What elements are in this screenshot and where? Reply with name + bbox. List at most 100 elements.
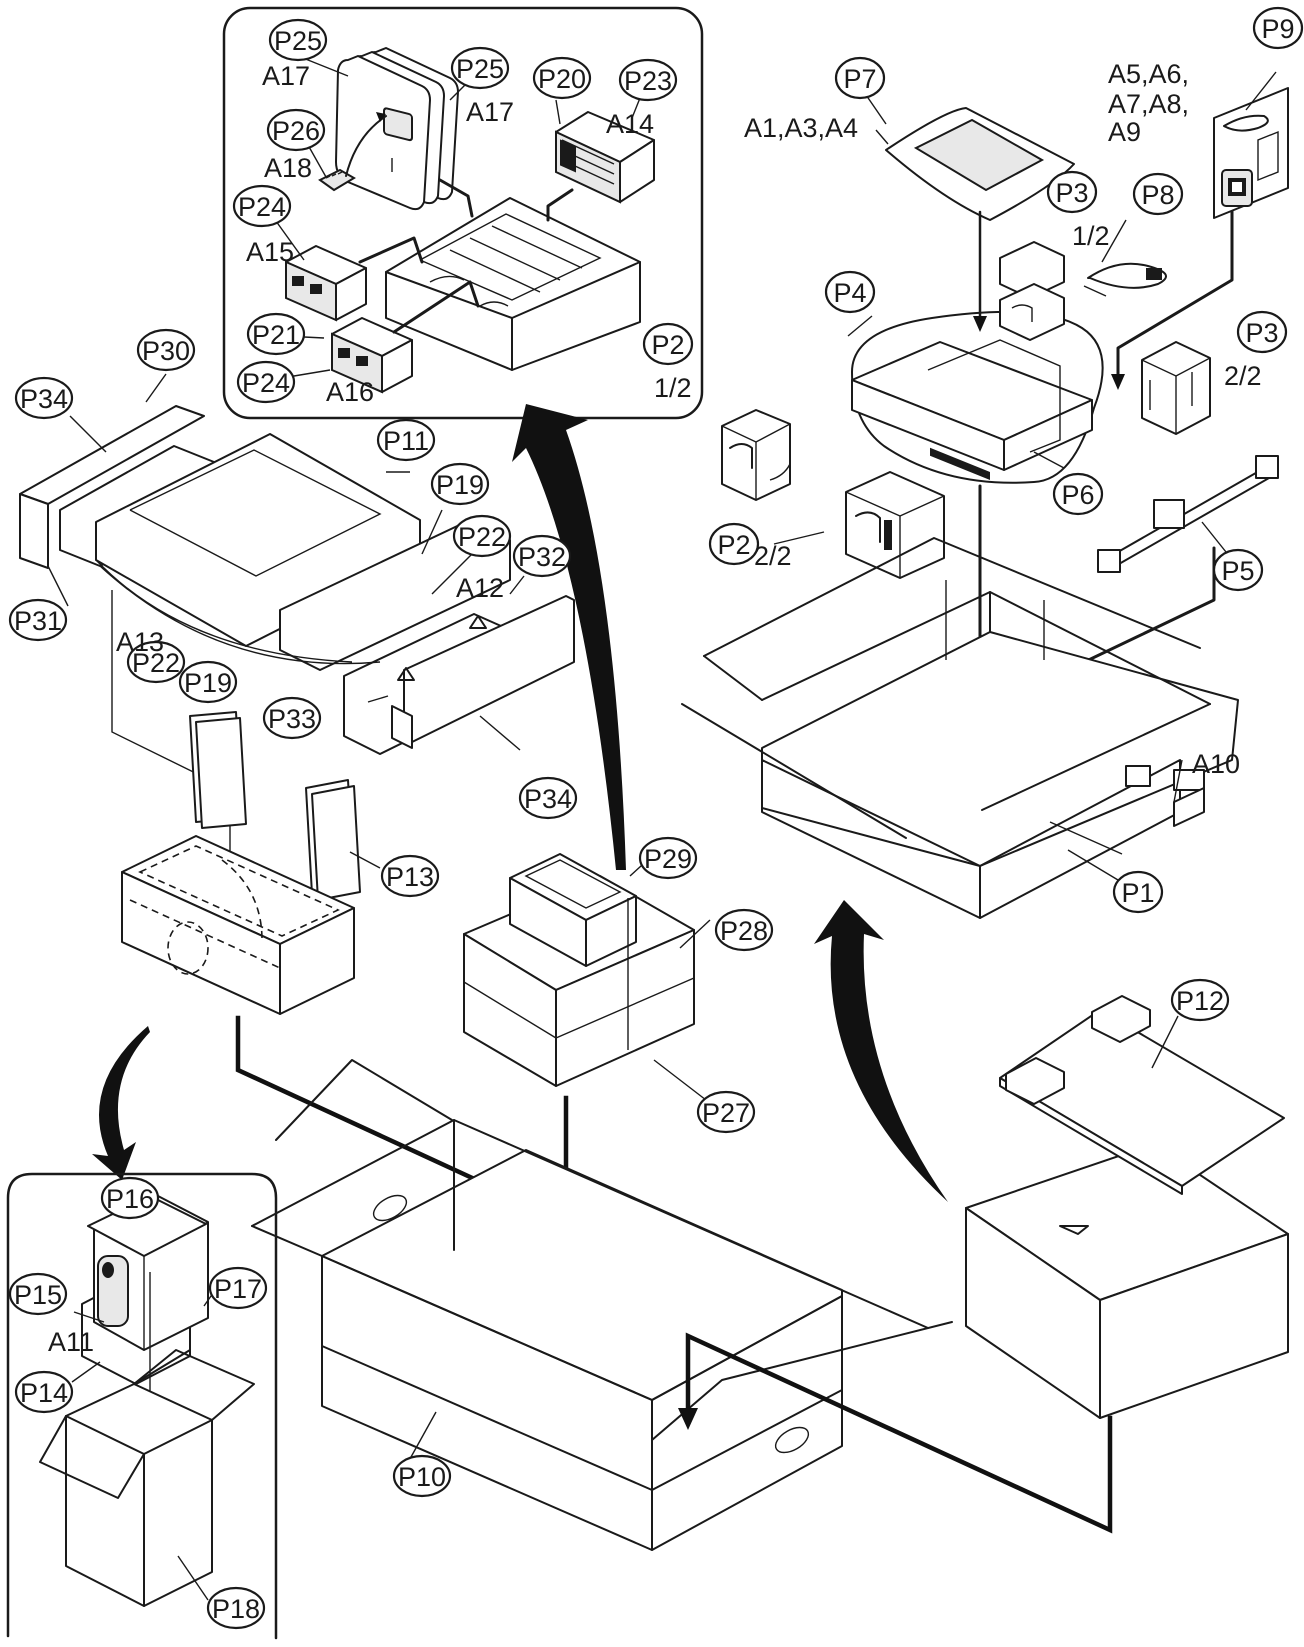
callout-bubble [1052, 472, 1104, 516]
callout-label: P24 [238, 192, 286, 222]
callout-p25a: P25 [268, 18, 328, 62]
callout-p13: P13 [380, 854, 440, 898]
callout-bubble [206, 1586, 266, 1630]
callout-label: P4 [833, 278, 866, 308]
note-p3b_frac: 2/2 [1224, 361, 1262, 391]
callout-p22a: P22 [452, 514, 512, 558]
callout-label: P11 [383, 426, 429, 456]
foam-box-stack [463, 853, 695, 1087]
callout-p19b: P19 [178, 660, 238, 704]
callout-p11: P11 [376, 418, 436, 462]
note-a10: A10 [1192, 749, 1240, 779]
callout-label: P13 [386, 862, 434, 892]
foam-block-P2-lower [845, 471, 945, 579]
note-a18: A18 [264, 153, 312, 183]
callout-bubble [266, 108, 326, 152]
callout-bubble [532, 56, 592, 100]
callout-label: P10 [398, 1462, 446, 1492]
callout-p27: P27 [696, 1090, 756, 1134]
callout-bubble [1112, 870, 1164, 914]
outer-box-P10 [251, 1059, 953, 1551]
callout-p6: P6 [1052, 472, 1104, 516]
callout-bubble [262, 696, 322, 740]
note-a5a6: A5,A6, [1108, 59, 1189, 89]
callout-bubble [246, 312, 306, 356]
callout-bubble [430, 462, 490, 506]
note-layer: A17A17A18A14A15A16A1,A3,A4A5,A6,A7,A8,A9… [48, 59, 1262, 1357]
callout-p18: P18 [206, 1586, 266, 1630]
note-a1a3a4: A1,A3,A4 [744, 113, 858, 143]
callout-bubble [834, 56, 886, 100]
note-a7a8: A7,A8, [1108, 89, 1189, 119]
callout-p2a: P2 [642, 322, 694, 366]
callout-p21: P21 [246, 312, 306, 356]
accessory-tray [385, 197, 641, 371]
power-cord [1087, 262, 1167, 289]
cartridge-small-upper [285, 245, 367, 322]
callout-bubble [450, 46, 510, 90]
callout-p30: P30 [136, 328, 196, 372]
callout-bubble [232, 184, 292, 228]
callout-label: P7 [843, 64, 876, 94]
callout-bubble [376, 418, 436, 462]
callout-p19a: P19 [430, 462, 490, 506]
callout-label: P8 [1141, 180, 1174, 210]
callout-label: P15 [14, 1280, 62, 1310]
callout-bubble [208, 1266, 268, 1310]
note-p2b_frac: 2/2 [754, 541, 792, 571]
callout-label: P33 [268, 704, 316, 734]
callout-label: P20 [538, 64, 586, 94]
callout-bubble [1236, 310, 1288, 354]
support-rod [1097, 455, 1279, 573]
note-a15: A15 [246, 237, 294, 267]
curved-arrow-down-left [92, 1026, 150, 1180]
callout-label: P6 [1061, 480, 1094, 510]
callout-label: P34 [524, 784, 572, 814]
callout-p24a: P24 [232, 184, 292, 228]
callout-label: P17 [214, 1274, 262, 1304]
callout-label: P12 [1176, 986, 1224, 1016]
deck-unit-bag [851, 310, 1104, 484]
callout-bubble [1132, 172, 1184, 216]
callout-p3a: P3 [1046, 170, 1098, 214]
callout-p31: P31 [8, 598, 68, 642]
callout-bubble [236, 360, 296, 404]
callout-p29: P29 [638, 836, 698, 880]
callout-p22b: P22 [126, 640, 186, 684]
callout-bubble [696, 1090, 756, 1134]
speaker-inset-panel [6, 1172, 278, 1640]
callout-bubble [452, 514, 512, 558]
callout-bubble [714, 908, 774, 952]
callout-p10: P10 [392, 1454, 452, 1498]
callout-bubble [268, 18, 328, 62]
callout-p16: P16 [100, 1176, 160, 1220]
callout-label: P21 [252, 320, 300, 350]
callout-label: P34 [20, 384, 68, 414]
callout-label: P16 [106, 1184, 154, 1214]
callout-label: P22 [458, 522, 506, 552]
callout-bubble [518, 776, 578, 820]
foam-corner-P3-lower [1141, 341, 1211, 435]
callout-p24b: P24 [236, 360, 296, 404]
callout-p3b: P3 [1236, 310, 1288, 354]
callout-label: P5 [1221, 556, 1254, 586]
foam-block-P2-upper [721, 409, 791, 501]
callout-bubble [100, 1176, 160, 1220]
callout-label: P19 [436, 470, 484, 500]
callout-bubble [824, 270, 876, 314]
callout-label: P2 [717, 530, 750, 560]
callout-p17: P17 [208, 1266, 268, 1310]
callout-bubble [618, 58, 678, 102]
callout-p1: P1 [1112, 870, 1164, 914]
callout-p9: P9 [1252, 6, 1304, 50]
callout-label: P24 [242, 368, 290, 398]
callout-label: P27 [702, 1098, 750, 1128]
callout-p34a: P34 [14, 376, 74, 420]
note-a16: A16 [326, 377, 374, 407]
callout-bubble [512, 534, 572, 578]
callout-p8: P8 [1132, 172, 1184, 216]
note-p3a_frac: 1/2 [1072, 221, 1110, 251]
callout-layer: P1P2P2P3P3P4P5P6P7P8P9P10P11P12P13P14P15… [8, 6, 1304, 1630]
